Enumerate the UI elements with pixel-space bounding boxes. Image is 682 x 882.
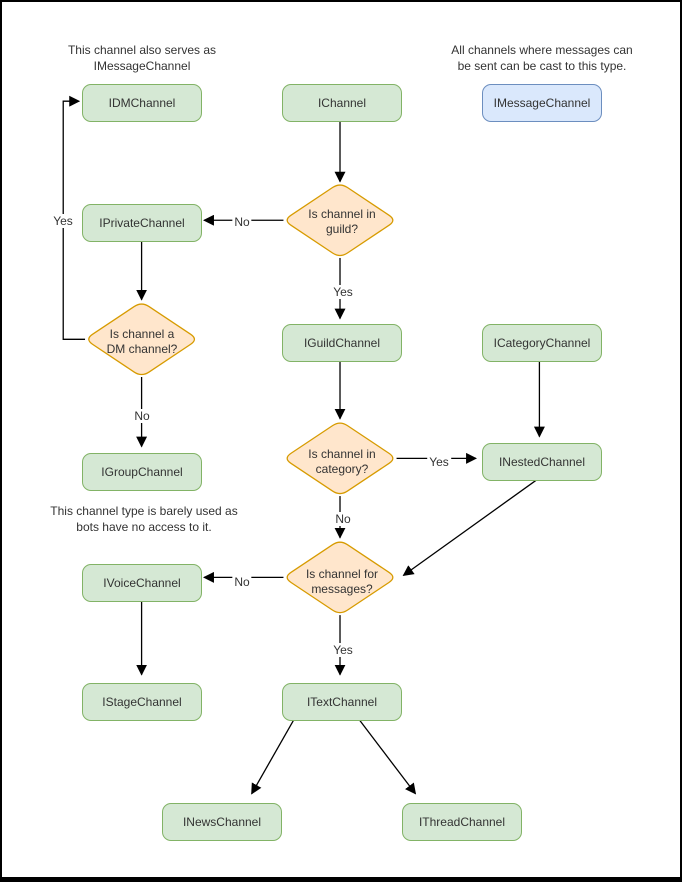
node-inestedchannel: INestedChannel: [482, 443, 602, 481]
edge-inested-to-messages-decision: [402, 476, 541, 577]
node-icategorychannel: ICategoryChannel: [482, 324, 602, 362]
node-inewschannel: INewsChannel: [162, 803, 282, 841]
node-ichannel: IChannel: [282, 84, 402, 122]
node-itextchannel: ITextChannel: [282, 683, 402, 721]
node-ivoicechannel: IVoiceChannel: [82, 564, 202, 602]
edge-label-messages-yes: Yes: [331, 643, 355, 657]
edge-label-guild-no: No: [232, 215, 252, 229]
note-line: IMessageChannel: [93, 59, 191, 73]
node-iprivatechannel: IPrivateChannel: [82, 204, 202, 242]
edge-itext-to-inews: [251, 714, 297, 795]
edge-label-dm-no: No: [132, 409, 152, 423]
note-line: This channel also serves as: [67, 43, 217, 57]
node-idmchannel: IDMChannel: [82, 84, 202, 122]
note-message-channel: All channels where messages can be sent …: [451, 42, 632, 74]
note-line: be sent can be cast to this type.: [457, 59, 627, 73]
decision-category-label: Is channel in category?: [308, 447, 376, 476]
edge-label-category-no: No: [333, 512, 353, 526]
node-igroupchannel: IGroupChannel: [82, 453, 202, 491]
decision-messages-label: Is channel for messages?: [305, 567, 379, 596]
note-group-channel: This channel type is barely used as bots…: [50, 503, 237, 535]
edge-label-guild-yes: Yes: [331, 285, 355, 299]
edge-itext-to-ithread: [355, 714, 417, 795]
edge-label-dm-yes: Yes: [51, 214, 75, 228]
node-imessagechannel: IMessageChannel: [482, 84, 602, 122]
node-ithreadchannel: IThreadChannel: [402, 803, 522, 841]
edge-label-messages-no: No: [232, 575, 252, 589]
node-iguildchannel: IGuildChannel: [282, 324, 402, 362]
decision-dm-label: Is channel a DM channel?: [106, 327, 178, 356]
edge-label-category-yes: Yes: [427, 455, 451, 469]
note-line: All channels where messages can: [451, 43, 633, 57]
note-line: bots have no access to it.: [76, 520, 212, 534]
note-line: This channel type is barely used as: [50, 504, 238, 518]
note-dm-channel: This channel also serves as IMessageChan…: [68, 42, 216, 74]
decision-guild-label: Is channel in guild?: [308, 207, 376, 236]
node-istagechannel: IStageChannel: [82, 683, 202, 721]
